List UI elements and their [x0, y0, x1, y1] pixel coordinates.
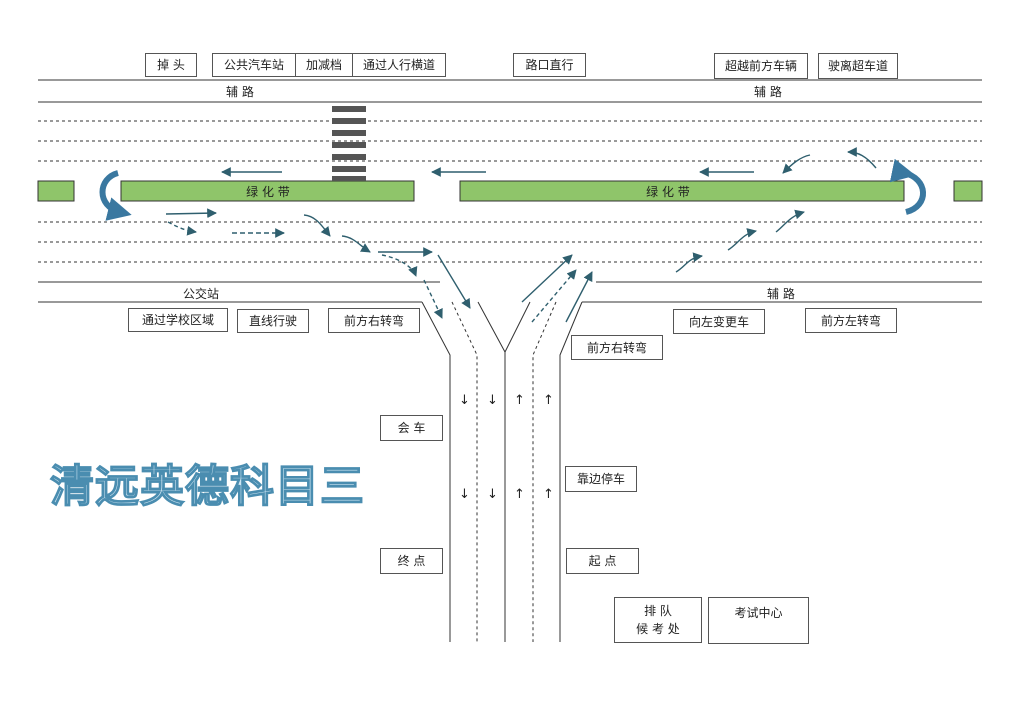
side-road-left-edge [421, 301, 451, 642]
label-right-turn-left: 前方右转弯 [328, 308, 420, 333]
route-arrow-right-turn-icon [437, 254, 471, 309]
route-arrow-dashed-icon [167, 221, 197, 236]
label-gear-change: 加减档 [295, 53, 353, 77]
crosswalk [332, 106, 366, 181]
label-queue-line2: 候 考 处 [636, 622, 680, 636]
side-road-lane-divider [451, 301, 478, 642]
route-arrow-curve-icon [727, 228, 757, 251]
green-belt-far-left [37, 180, 75, 202]
route-arrow-exit-icon [521, 254, 573, 303]
lane-up-arrow-icon: ↑ [543, 393, 554, 408]
label-pull-over: 靠边停车 [565, 466, 637, 492]
label-service-road-top-right: 辅 路 [754, 85, 782, 99]
route-arrow-curve-icon [775, 209, 805, 233]
route-arrow-curve-icon [675, 252, 703, 273]
label-start-point: 起 点 [566, 548, 639, 574]
label-right-turn-right: 前方右转弯 [571, 335, 663, 360]
label-service-road-bottom-right: 辅 路 [767, 287, 795, 301]
side-road-right-edge [559, 301, 583, 642]
lane-up-arrow-icon: ↑ [543, 487, 554, 502]
label-u-turn: 掉 头 [145, 53, 197, 77]
green-belt-left [120, 180, 415, 202]
route-arrow-dashed-turn-icon [423, 279, 443, 319]
label-queue-line1: 排 队 [644, 604, 672, 618]
side-road-lane-divider [532, 301, 557, 642]
watermark-text: 清远英德科目三 [49, 460, 365, 512]
label-crosswalk: 通过人行横道 [352, 53, 446, 77]
route-arrow-dashed-icon [381, 254, 418, 277]
label-exam-center: 考试中心 [708, 597, 809, 644]
lane-down-arrow-icon: ↓ [459, 487, 470, 502]
label-left-lane-change: 向左变更车 [673, 309, 765, 334]
side-road-center-line [477, 301, 531, 354]
label-end-point: 终 点 [380, 548, 443, 574]
label-leave-overtake-lane: 驶离超车道 [818, 53, 898, 79]
label-bus-station: 公交站 [183, 287, 220, 301]
lane-down-arrow-icon: ↓ [459, 393, 470, 408]
route-arrow-curve-icon [303, 214, 331, 237]
u-turn-arrow-left-icon [99, 170, 132, 221]
label-service-road-top-left: 辅 路 [226, 85, 254, 99]
label-school-zone: 通过学校区域 [128, 308, 228, 332]
lane-down-arrow-icon: ↓ [487, 393, 498, 408]
label-overtake: 超越前方车辆 [714, 53, 808, 79]
route-arrow-east-icon [165, 208, 217, 219]
label-bus-stop: 公共汽车站 [212, 53, 296, 77]
route-arrow-curve-icon [782, 154, 811, 174]
green-belt-right-label: 绿 化 带 [646, 184, 690, 199]
route-arrow-dashed-turn-icon [531, 269, 577, 323]
label-meet-car: 会 车 [380, 415, 443, 441]
green-belt-right [459, 180, 905, 202]
lane-up-arrow-icon: ↑ [514, 487, 525, 502]
label-left-turn: 前方左转弯 [805, 308, 897, 333]
u-turn-arrow-right-icon [889, 158, 926, 215]
route-arrow-curve-icon [847, 147, 877, 169]
green-belt-left-label: 绿 化 带 [246, 184, 290, 199]
green-belt-far-right [953, 180, 983, 202]
label-straight-drive: 直线行驶 [237, 309, 309, 333]
route-arrow-curve-icon [341, 235, 371, 253]
lane-down-arrow-icon: ↓ [487, 487, 498, 502]
route-arrow-exit-icon [565, 271, 593, 323]
label-queue-area: 排 队 候 考 处 [614, 597, 702, 643]
label-straight-intersection: 路口直行 [513, 53, 586, 77]
lane-up-arrow-icon: ↑ [514, 393, 525, 408]
